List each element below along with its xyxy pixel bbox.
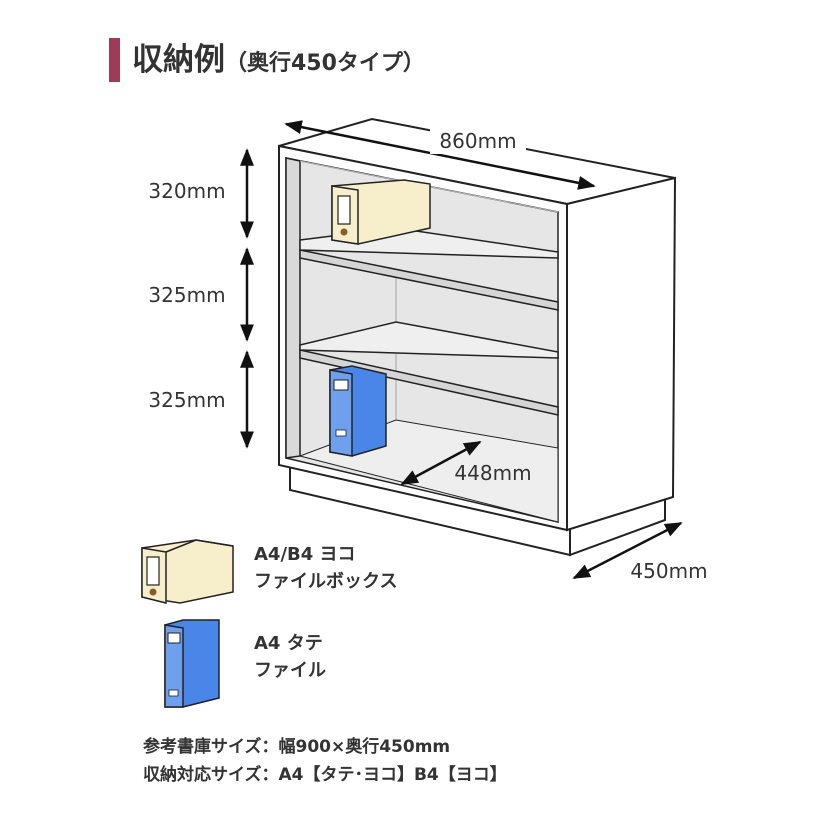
title-accent-bar (109, 38, 120, 82)
bottom-shelf-height-label: 325mm (148, 388, 225, 412)
title-sub: （奥行450タイプ） (225, 51, 425, 76)
legend-binder-line2: ファイル (254, 660, 326, 681)
file-box-on-shelf (331, 179, 431, 245)
outer-depth-arrow (572, 521, 683, 580)
storage-size-text: 収納対応サイズ：A4【タテ･ヨコ】B4【ヨコ】 (143, 765, 507, 785)
legend-file-box-label: A4/B4 ヨコ ファイルボックス (254, 541, 397, 595)
inner-depth-label: 448mm (454, 461, 531, 485)
file-box-icon (141, 539, 234, 604)
binder-on-shelf (329, 365, 387, 457)
shelf-1-edge (299, 249, 559, 311)
shelf-2-edge (299, 349, 559, 416)
inner-depth-arrow (400, 440, 482, 486)
width-arrow (284, 120, 596, 190)
width-label: 860mm (439, 129, 516, 153)
binder-file-icon (164, 619, 220, 708)
legend-binder-label: A4 タテ ファイル (254, 630, 326, 684)
reference-size-text: 参考書庫サイズ：幅900×奥行450mm (143, 737, 451, 757)
legend-file-box-line2: ファイルボックス (254, 571, 398, 592)
cabinet-side-panel (566, 176, 677, 532)
top-shelf-height-label: 320mm (148, 179, 225, 203)
cabinet-left-wall (285, 157, 301, 459)
shelf-2 (299, 321, 559, 359)
legend-file-box-line1: A4/B4 ヨコ (254, 544, 356, 565)
legend-binder-line1: A4 タテ (254, 633, 323, 654)
title-main: 収納例 (132, 42, 225, 78)
outer-depth-label: 450mm (630, 559, 707, 583)
page-title: 収納例（奥行450タイプ） (132, 38, 425, 86)
cabinet (278, 117, 677, 557)
middle-shelf-height-label: 325mm (148, 283, 225, 307)
